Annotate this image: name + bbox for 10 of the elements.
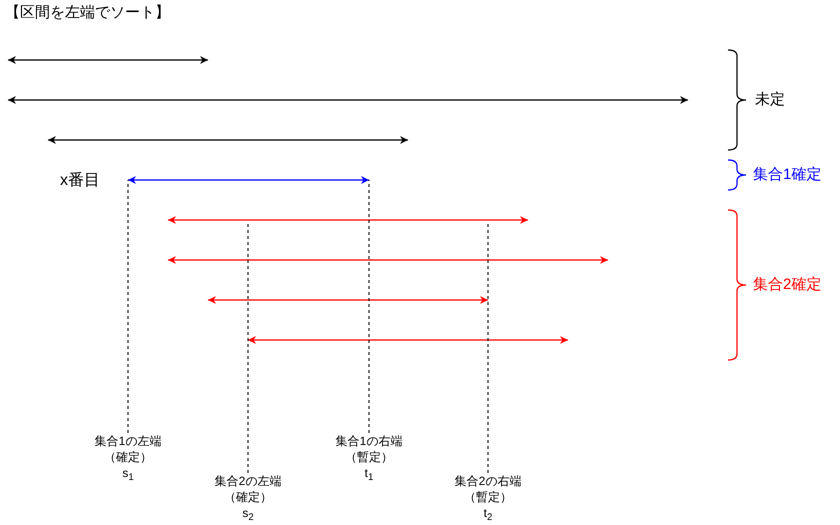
endpoint-label: 集合1の左端 （確定） s$_{1}$ (94, 433, 162, 481)
bracket-label: x番目 (60, 171, 100, 190)
bracket-label: 集合2確定 (753, 276, 822, 294)
bracket-label: 未定 (755, 91, 785, 109)
endpoint-label: 集合2の右端 （暫定） t$_{2}$ (454, 473, 522, 521)
endpoint-label: 集合2の左端 （確定） s$_{2}$ (214, 473, 282, 521)
title-text: 【区間を左端でソート】 (5, 3, 170, 23)
endpoint-label: 集合1の右端 （暫定） t$_{1}$ (336, 433, 402, 481)
bracket-label: 集合1確定 (753, 166, 822, 184)
leader-line (368, 180, 370, 434)
